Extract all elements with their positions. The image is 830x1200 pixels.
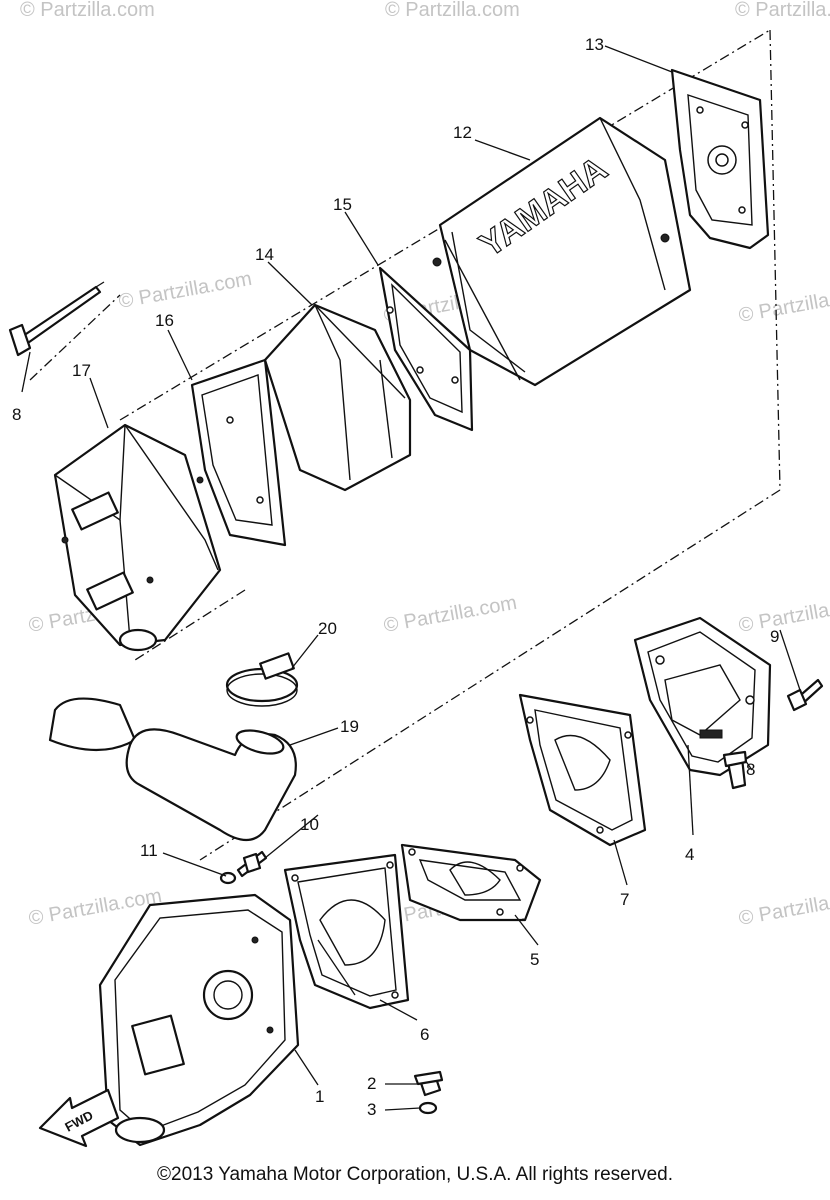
part-5-gasket: [400, 843, 542, 922]
copyright-notice: ©2013 Yamaha Motor Corporation, U.S.A. A…: [157, 1164, 673, 1185]
watermark: © Partzilla.com: [737, 592, 830, 637]
part-16-gasket: [190, 358, 287, 547]
callout-13: 13: [585, 35, 604, 54]
watermark: © Partzilla.com: [735, 0, 830, 21]
callout-5: 5: [530, 950, 539, 969]
watermark: © Partzilla.com: [737, 282, 830, 327]
callout-9: 9: [770, 627, 779, 646]
callout-12: 12: [453, 123, 472, 142]
part-6-gasket: [283, 853, 410, 1010]
part-17-silencer-housing: [53, 423, 222, 652]
callout-17: 17: [72, 361, 91, 380]
callout-8-lower: 8: [746, 760, 755, 779]
callout-4: 4: [685, 845, 694, 864]
part-13-gasket: [670, 68, 770, 250]
callout-19: 19: [340, 717, 359, 736]
fwd-arrow: FWD: [38, 1088, 120, 1148]
alignment-axis-upper: [29, 29, 781, 861]
watermark: © Partzilla.com: [117, 268, 254, 313]
callout-16: 16: [155, 311, 174, 330]
part-2-drain-plug: [413, 1070, 444, 1097]
part-8-bolt-upper: [8, 281, 105, 357]
callout-numbers: 13 12 15 14 16 17 8 20 19 9 8 4 7 5 6 10…: [12, 35, 779, 1119]
callout-8-upper: 8: [12, 405, 21, 424]
watermark: © Partzilla.com: [382, 592, 519, 637]
part-15-gasket: [378, 266, 474, 432]
leader-lines: [21, 45, 801, 1111]
part-19-hose: [48, 697, 297, 842]
callout-10: 10: [300, 815, 319, 834]
part-20-clamp: [225, 652, 299, 707]
callout-3: 3: [367, 1100, 376, 1119]
callout-1: 1: [315, 1087, 324, 1106]
part-7-gasket: [518, 693, 647, 847]
part-14-silencer-box: [263, 303, 412, 492]
part-8-bolt-lower: [722, 750, 748, 790]
callout-6: 6: [420, 1025, 429, 1044]
part-12-silencer-cover: YAMAHA: [432, 116, 692, 387]
part-1-lower-casing: [98, 893, 300, 1147]
callout-2: 2: [367, 1074, 376, 1093]
callout-11: 11: [140, 841, 158, 860]
watermark: © Partzilla.com: [737, 885, 830, 930]
callout-7: 7: [620, 890, 629, 909]
callout-20: 20: [318, 619, 337, 638]
callout-14: 14: [255, 245, 274, 264]
watermark: © Partzilla.com: [20, 0, 155, 21]
part-10-bolt: [236, 850, 268, 878]
watermark: © Partzilla.com: [385, 0, 520, 21]
part-4-upper-casing: [633, 616, 772, 777]
part-3-washer: [418, 1101, 438, 1115]
callout-15: 15: [333, 195, 352, 214]
part-9-bolt: [786, 678, 824, 712]
